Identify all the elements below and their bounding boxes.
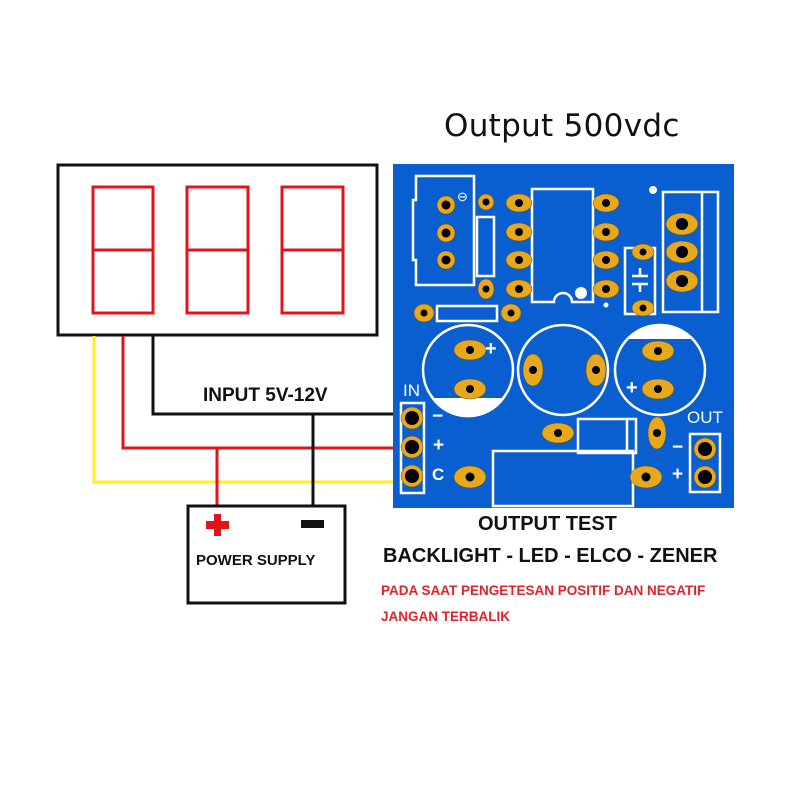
components-label: BACKLIGHT - LED - ELCO - ZENER	[383, 545, 718, 567]
warning-line-1: PADA SAAT PENGETESAN POSITIF DAN NEGATIF	[381, 583, 706, 598]
minus-terminal-icon	[301, 520, 324, 528]
power-supply-label: POWER SUPPLY	[196, 552, 316, 569]
in-pin-minus: −	[432, 406, 444, 427]
out-label: OUT	[687, 408, 723, 427]
black-wire	[151, 336, 404, 416]
out-pin-plus: +	[672, 464, 684, 485]
in-label: IN	[403, 381, 420, 400]
ic-outline	[530, 187, 595, 304]
plus-terminal-icon	[206, 514, 229, 536]
output-test-label: OUTPUT TEST	[478, 513, 617, 535]
pcb-board	[393, 164, 734, 508]
resistor-vertical	[475, 215, 496, 278]
trimmer-outline	[411, 174, 476, 287]
red-wire	[121, 336, 404, 450]
trimmer-mark: ⊖	[457, 189, 468, 204]
in-pin-plus: +	[433, 435, 445, 456]
cap-right-plus: +	[626, 377, 638, 399]
resistor-horizontal	[435, 304, 499, 323]
digit-segments	[91, 185, 345, 315]
solder-pads	[400, 193, 717, 489]
ps-minus-symbol: −	[301, 512, 302, 513]
cap-left-plus: +	[485, 338, 497, 360]
regulator-outline	[661, 190, 720, 314]
diagram-title: Output 500vdc	[444, 108, 680, 144]
yellow-wire	[92, 336, 404, 484]
diode-outline	[576, 417, 638, 455]
capacitor-middle	[516, 323, 610, 417]
in-pin-c: C	[432, 465, 445, 484]
ps-plus-symbol: +	[205, 508, 206, 509]
out-connector-outline	[688, 432, 722, 494]
out-pin-minus: −	[672, 437, 684, 458]
warning-line-2: JANGAN TERBALIK	[381, 609, 511, 624]
input-voltage-label: INPUT 5V-12V	[203, 385, 328, 406]
